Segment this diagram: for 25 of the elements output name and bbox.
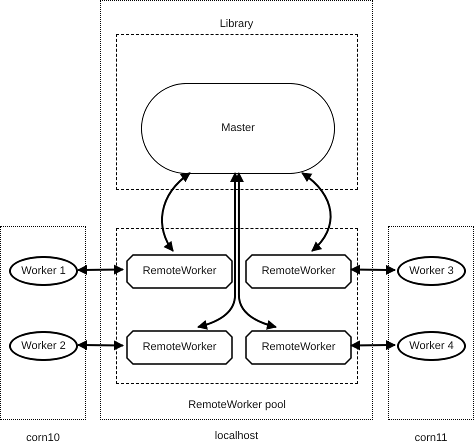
arrow [350,340,396,350]
node-label: Library [220,18,254,30]
arrow [161,172,191,252]
arrow [350,264,396,275]
node-label: Worker 3 [409,266,454,276]
node-label: corn11 [414,432,448,444]
node-label: Worker 1 [21,266,66,276]
node-label: Worker 2 [21,340,66,352]
node-label: corn10 [26,432,60,444]
node-label: localhost [214,430,258,442]
node-label: Worker 4 [409,340,454,352]
remote-worker-box [245,330,352,365]
remote-worker-box [245,254,352,289]
remote-worker-box [126,330,233,365]
arrow [77,264,124,275]
node-label: RemoteWorker [262,266,336,277]
remote-worker-box [126,254,233,289]
node-label: RemoteWorker [142,342,216,353]
node-label: RemoteWorker [262,342,336,353]
arrow [301,172,332,252]
node-label: RemoteWorker pool [188,399,286,411]
node-label: RemoteWorker [142,266,216,277]
node-label: Master [221,123,255,134]
arrow [77,340,124,350]
group-boundary [116,34,358,190]
